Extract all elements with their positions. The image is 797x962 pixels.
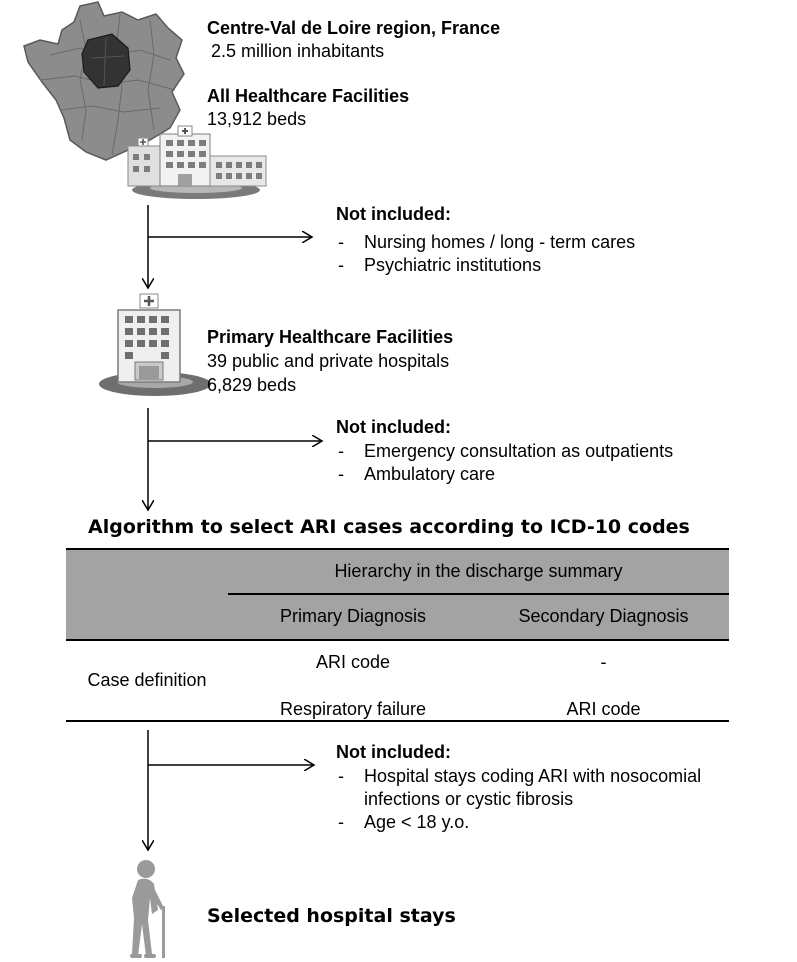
exclusion-item: Psychiatric institutions: [336, 254, 635, 277]
exclusion-item: Ambulatory care: [336, 463, 673, 486]
exclusion-item-continuation: infections or cystic fibrosis: [364, 789, 574, 809]
table-mid-rule: [228, 593, 729, 595]
table-col-secondary: Secondary Diagnosis: [518, 606, 689, 626]
hospitals-group-icon: [127, 125, 267, 199]
primary-facilities-title: Primary Healthcare Facilities: [207, 327, 454, 347]
table-header-rule: [66, 639, 729, 641]
table-group-header: Hierarchy in the discharge summary: [334, 561, 623, 581]
exclusion-title: Not included:: [336, 417, 451, 437]
exclusion-block-1: Not included: Nursing homes / long - ter…: [336, 203, 635, 277]
algorithm-title: Algorithm to select ARI cases according …: [88, 516, 690, 538]
table-bottom-rule: [66, 720, 729, 722]
primary-facilities-hospitals: 39 public and private hospitals: [207, 351, 450, 371]
exclusion-item: Emergency consultation as outpatients: [336, 440, 673, 463]
table-cell: Respiratory failure: [279, 699, 427, 719]
table-top-rule: [66, 548, 729, 550]
exclusion-item: Nursing homes / long - term cares: [336, 231, 635, 254]
table-col-primary: Primary Diagnosis: [279, 606, 427, 626]
table-cell: ARI code: [566, 699, 641, 719]
exclusion-item: Age < 18 y.o.: [336, 811, 701, 834]
table-row-label: Case definition: [87, 670, 207, 690]
exclusion-block-3: Not included: Hospital stays coding ARI …: [336, 741, 701, 834]
table-cell: -: [600, 652, 607, 672]
region-population: 2.5 million inhabitants: [211, 41, 385, 61]
hospital-icon: [99, 293, 211, 396]
exclusion-title: Not included:: [336, 742, 451, 762]
all-facilities-beds: 13,912 beds: [207, 109, 307, 129]
exclusion-block-2: Not included: Emergency consultation as …: [336, 416, 673, 486]
result-title: Selected hospital stays: [207, 905, 456, 927]
all-facilities-title: All Healthcare Facilities: [207, 86, 410, 106]
exclusion-title: Not included:: [336, 204, 451, 224]
table-cell: ARI code: [315, 652, 391, 672]
region-title: Centre-Val de Loire region, France: [207, 18, 501, 38]
elderly-person-icon: [130, 860, 165, 958]
exclusion-item: Hospital stays coding ARI with nosocomia…: [336, 765, 701, 788]
primary-facilities-beds: 6,829 beds: [207, 375, 297, 395]
case-definition-table: Hierarchy in the discharge summary Prima…: [66, 548, 729, 722]
france-map-icon: [23, 1, 185, 161]
